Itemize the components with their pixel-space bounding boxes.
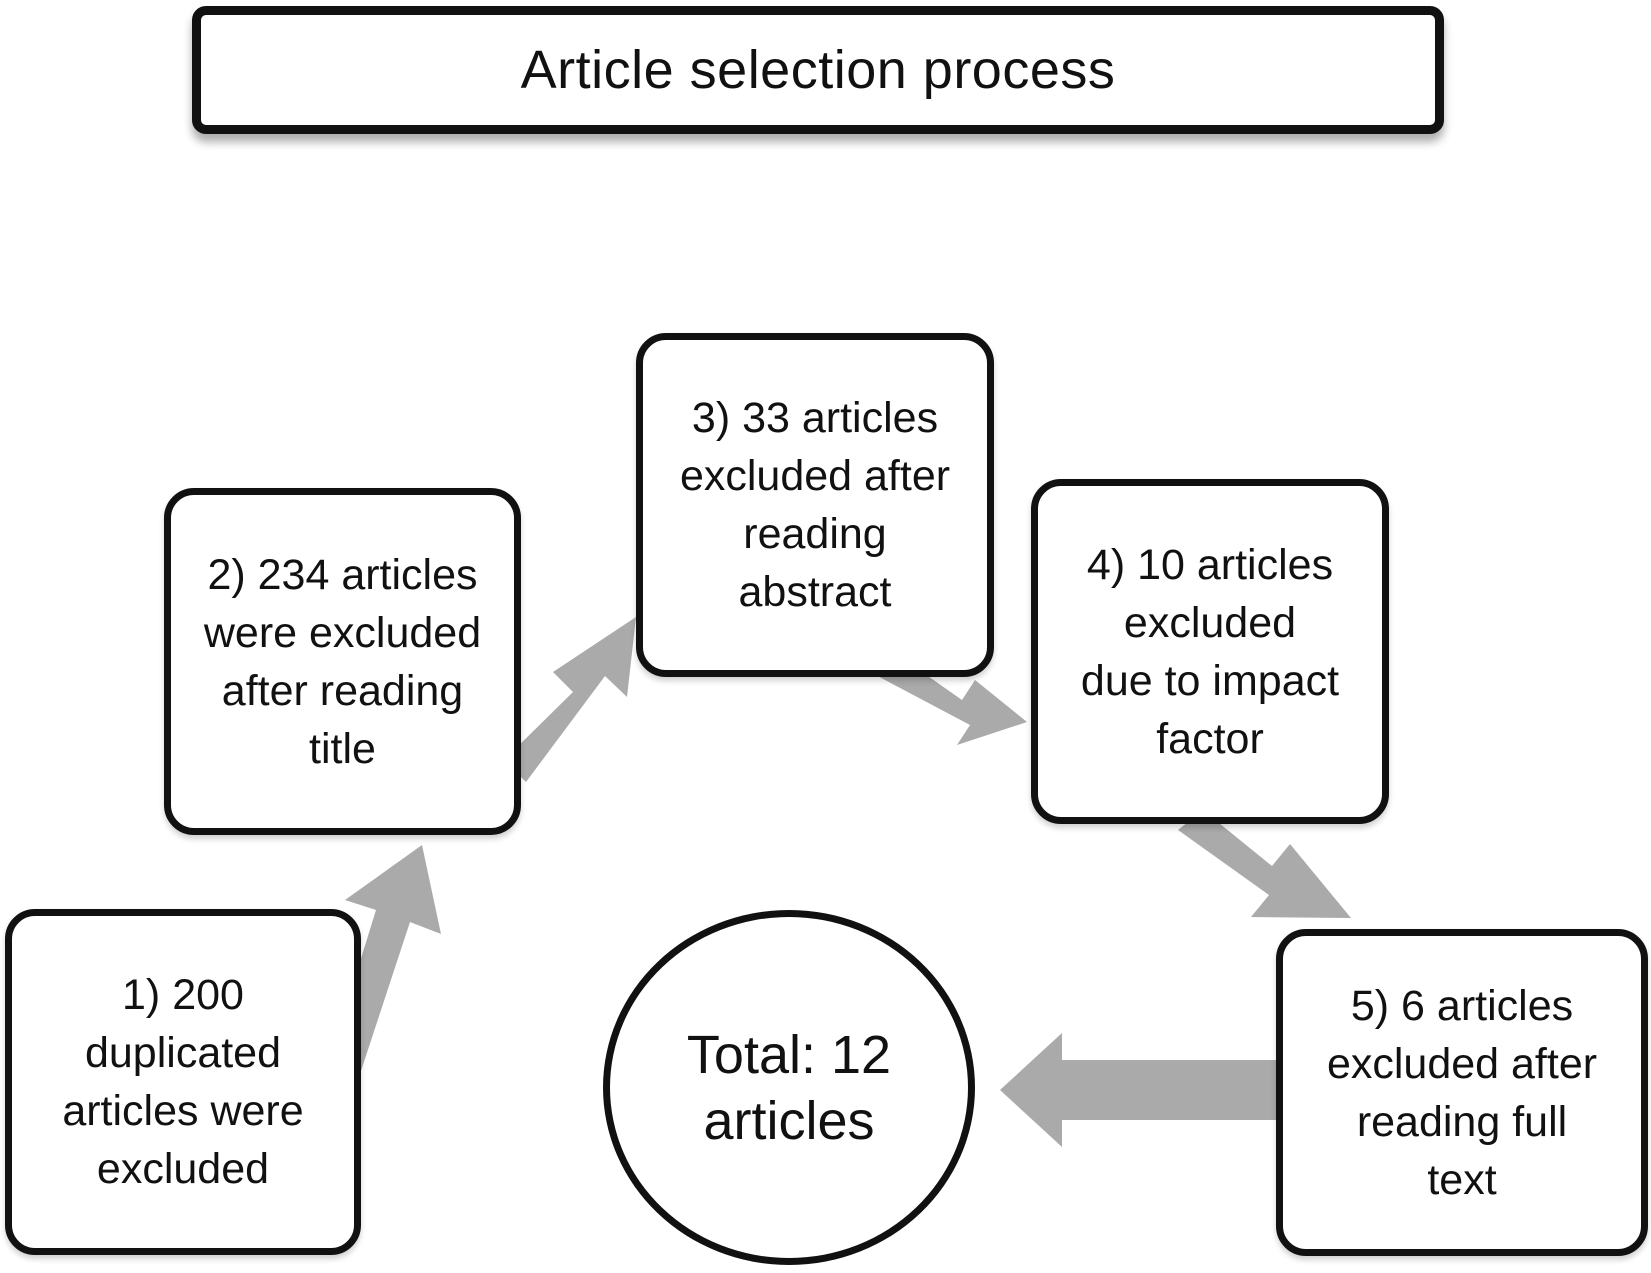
step-2-line: after reading <box>221 666 464 715</box>
step-3-box: 3) 33 articles excluded after reading ab… <box>636 333 994 677</box>
step-2-line: 2) 234 articles <box>207 550 478 599</box>
step-1-line: duplicated <box>84 1029 282 1077</box>
step-5-line: reading full <box>1356 1097 1568 1146</box>
arrow-step5-to-total <box>1000 1033 1285 1147</box>
step-3-text: 3) 33 articles excluded after reading ab… <box>670 389 960 621</box>
step-4-line: excluded <box>1123 598 1297 647</box>
total-circle: Total: 12 articles <box>603 910 975 1265</box>
total-text: Total: 12 articles <box>687 1022 891 1154</box>
step-5-line: 5) 6 articles <box>1350 981 1574 1030</box>
step-4-text: 4) 10 articles excluded due to impact fa… <box>1071 536 1349 768</box>
step-1-line: 1) 200 <box>122 971 244 1019</box>
diagram-title: Article selection process <box>520 40 1116 100</box>
step-2-text: 2) 234 articles were excluded after read… <box>194 546 491 778</box>
step-2-line: title <box>309 724 376 773</box>
step-4-box: 4) 10 articles excluded due to impact fa… <box>1031 479 1389 824</box>
title-box: Article selection process <box>192 6 1444 134</box>
step-4-line: 4) 10 articles <box>1086 540 1334 589</box>
step-5-box: 5) 6 articles excluded after reading ful… <box>1276 929 1648 1256</box>
step-2-line: were excluded <box>203 608 482 657</box>
arrow-step2-to-step3 <box>504 617 636 782</box>
arrow-step4-to-step5 <box>1178 810 1351 918</box>
step-3-line: reading <box>743 510 887 558</box>
step-1-box: 1) 200 duplicated articles were excluded <box>5 909 361 1255</box>
step-2-box: 2) 234 articles were excluded after read… <box>164 488 521 835</box>
step-4-line: factor <box>1156 714 1264 763</box>
step-1-line: excluded <box>96 1145 270 1193</box>
step-5-text: 5) 6 articles excluded after reading ful… <box>1317 977 1607 1209</box>
total-line: articles <box>703 1090 875 1151</box>
step-5-line: excluded after <box>1326 1039 1598 1088</box>
step-3-line: abstract <box>738 568 892 616</box>
total-line: Total: 12 <box>686 1024 892 1085</box>
step-1-line: articles were <box>62 1087 304 1135</box>
step-3-line: excluded after <box>679 452 951 500</box>
step-5-line: text <box>1427 1155 1497 1204</box>
step-1-text: 1) 200 duplicated articles were excluded <box>52 966 313 1198</box>
step-4-line: due to impact <box>1080 656 1340 705</box>
step-3-line: 3) 33 articles <box>691 394 939 442</box>
